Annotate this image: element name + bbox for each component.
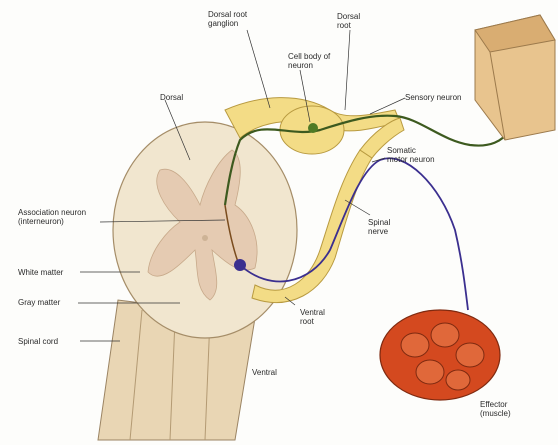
- label-line: Effector: [480, 400, 511, 409]
- label-line: root: [337, 21, 360, 30]
- label-line: motor neuron: [387, 155, 435, 164]
- label-spinal-cord: Spinal cord: [18, 337, 58, 346]
- label-line: (interneuron): [18, 217, 86, 226]
- label-line: Cell body of: [288, 52, 330, 61]
- label-cell-body: Cell body of neuron: [288, 52, 330, 70]
- label-white-matter: White matter: [18, 268, 63, 277]
- label-line: Spinal: [368, 218, 390, 227]
- label-sensory-neuron: Sensory neuron: [405, 93, 461, 102]
- label-ventral-root: Ventral root: [300, 308, 325, 326]
- central-canal: [202, 235, 208, 241]
- label-line: (muscle): [480, 409, 511, 418]
- skin-receptor-block: [475, 15, 555, 140]
- label-line: Ventral: [300, 308, 325, 317]
- label-line: Dorsal root: [208, 10, 247, 19]
- label-line: neuron: [288, 61, 330, 70]
- label-effector: Effector (muscle): [480, 400, 511, 418]
- muscle-effector: [380, 310, 500, 400]
- label-somatic-motor-neuron: Somatic motor neuron: [387, 146, 435, 164]
- label-line: Dorsal: [337, 12, 360, 21]
- label-dorsal-root: Dorsal root: [337, 12, 360, 30]
- label-gray-matter: Gray matter: [18, 298, 60, 307]
- label-line: nerve: [368, 227, 390, 236]
- label-dorsal: Dorsal: [160, 93, 183, 102]
- sensory-cell-body: [308, 123, 318, 133]
- label-spinal-nerve: Spinal nerve: [368, 218, 390, 236]
- label-line: Association neuron: [18, 208, 86, 217]
- motor-cell-body: [234, 259, 246, 271]
- label-dorsal-root-ganglion: Dorsal root ganglion: [208, 10, 247, 28]
- label-association-neuron: Association neuron (interneuron): [18, 208, 86, 226]
- label-line: root: [300, 317, 325, 326]
- label-ventral: Ventral: [252, 368, 277, 377]
- label-line: ganglion: [208, 19, 247, 28]
- label-line: Somatic: [387, 146, 435, 155]
